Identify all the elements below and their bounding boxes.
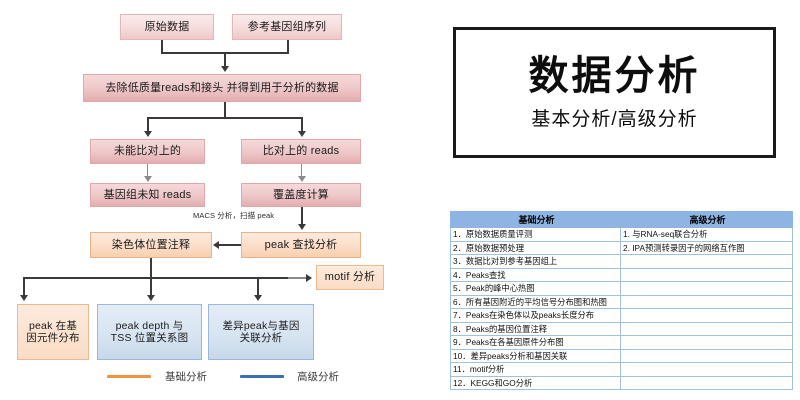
arrow-to-peak-calling xyxy=(298,224,306,230)
flow-node-unmapped[interactable]: 未能比对上的 xyxy=(90,139,205,164)
table-cell-advanced xyxy=(620,267,793,282)
table-header-advanced: 高级分析 xyxy=(620,211,793,228)
table-cell-advanced xyxy=(620,348,793,363)
table-cell-basic: 11．motif分析 xyxy=(450,362,621,377)
flow-node-raw-data[interactable]: 原始数据 xyxy=(120,14,214,40)
flow-node-unknown-reads[interactable]: 基因组未知 reads xyxy=(90,183,205,207)
arrow-to-peak-elements xyxy=(20,295,28,301)
arrow-to-motif xyxy=(306,274,312,282)
flow-node-mapped-reads[interactable]: 比对上的 reads xyxy=(241,139,361,164)
connector-merge-down xyxy=(224,52,226,67)
table-cell-advanced xyxy=(620,321,793,336)
table-cell-basic: 9．Peaks在各基因原件分布图 xyxy=(450,335,621,350)
table-header-row: 基础分析 高级分析 xyxy=(450,211,793,228)
connector-coverage-down xyxy=(301,207,303,225)
flow-node-coverage-calc[interactable]: 覆盖度计算 xyxy=(241,183,361,207)
table-cell-advanced xyxy=(620,281,793,296)
arrow-to-mapped xyxy=(298,131,306,137)
legend-swatch-basic xyxy=(107,375,151,378)
flow-node-motif-analysis[interactable]: motif 分析 xyxy=(316,265,384,290)
table-row: 10．差异peaks分析和基因关联 xyxy=(450,348,793,363)
page-subtitle: 基本分析/高级分析 xyxy=(531,108,698,130)
table-cell-advanced xyxy=(620,254,793,269)
connector-fanout-mid xyxy=(150,277,152,296)
connector-split-left xyxy=(147,117,149,132)
table-row: 8．Peaks的基因位置注释 xyxy=(450,321,793,336)
connector-split-right xyxy=(301,117,303,132)
legend-label-advanced: 高级分析 xyxy=(297,371,339,383)
table-cell-basic: 3．数据比对到参考基因组上 xyxy=(450,254,621,269)
table-cell-advanced xyxy=(620,308,793,323)
edge-label-macs: MACS 分析，扫描 peak xyxy=(193,211,275,220)
arrow-to-coverage xyxy=(298,176,306,182)
title-panel: 数据分析 基本分析/高级分析 xyxy=(453,27,776,158)
table-cell-basic: 6．所有基因附近的平均信号分布图和热图 xyxy=(450,294,621,309)
connector-mapped-down xyxy=(301,164,302,177)
table-cell-advanced xyxy=(620,362,793,377)
table-cell-basic: 8．Peaks的基因位置注释 xyxy=(450,321,621,336)
table-row: 9．Peaks在各基因原件分布图 xyxy=(450,335,793,350)
table-row: 6．所有基因附近的平均信号分布图和热图 xyxy=(450,294,793,309)
arrow-to-qc xyxy=(221,66,229,72)
connector-fanout-left xyxy=(23,277,25,296)
connector-unmapped-down xyxy=(147,164,148,177)
connector-annot-down xyxy=(150,258,152,278)
table-cell-advanced: 1. 与RNA-seq联合分析 xyxy=(620,227,793,242)
table-cell-basic: 1．原始数据质量评测 xyxy=(450,227,621,242)
table-row: 3．数据比对到参考基因组上 xyxy=(450,254,793,269)
table-cell-basic: 4．Peaks查找 xyxy=(450,267,621,282)
table-cell-basic: 2．原始数据预处理 xyxy=(450,240,621,255)
arrow-to-unknown-reads xyxy=(144,176,152,182)
arrow-to-diff-peak xyxy=(254,295,262,301)
table-row: 5．Peak的峰中心热图 xyxy=(450,281,793,296)
flow-node-peak-depth-tss[interactable]: peak depth 与 TSS 位置关系图 xyxy=(97,304,202,360)
table-cell-basic: 7．Peaks在染色体以及peaks长度分布 xyxy=(450,308,621,323)
flow-node-qc-filter[interactable]: 去除低质量reads和接头 并得到用于分析的数据 xyxy=(83,74,361,102)
connector-fanout-right xyxy=(257,277,259,296)
connector-raw-down xyxy=(161,40,163,53)
table-cell-advanced: 2. IPA预测转录因子的网络互作图 xyxy=(620,240,793,255)
table-row: 4．Peaks查找 xyxy=(450,267,793,282)
connector-fanout-bar xyxy=(23,277,288,279)
connector-ref-down xyxy=(287,40,289,53)
table-row: 12．KEGG和GO分析 xyxy=(450,375,793,390)
table-cell-basic: 10．差异peaks分析和基因关联 xyxy=(450,348,621,363)
connector-split-bar xyxy=(147,117,302,119)
table-cell-basic: 5．Peak的峰中心热图 xyxy=(450,281,621,296)
flow-node-peak-calling[interactable]: peak 查找分析 xyxy=(241,232,361,258)
table-cell-advanced xyxy=(620,335,793,350)
flow-node-chrom-annot[interactable]: 染色体位置注释 xyxy=(90,232,212,258)
page-title: 数据分析 xyxy=(528,53,701,98)
legend-label-basic: 基础分析 xyxy=(165,371,207,383)
table-cell-basic: 12．KEGG和GO分析 xyxy=(450,375,621,390)
connector-qc-down xyxy=(224,102,226,118)
connector-to-motif xyxy=(288,277,308,279)
flow-node-diff-peak-gene[interactable]: 差异peak与基因 关联分析 xyxy=(208,304,314,360)
flow-node-peak-elements[interactable]: peak 在基 因元件分布 xyxy=(17,304,89,360)
table-cell-advanced xyxy=(620,375,793,390)
arrow-to-chrom-annot xyxy=(213,241,219,249)
flow-node-ref-genome[interactable]: 参考基因组序列 xyxy=(232,14,342,40)
legend-swatch-advanced xyxy=(240,375,284,378)
arrow-to-peak-depth xyxy=(147,295,155,301)
table-header-basic: 基础分析 xyxy=(450,211,621,228)
table-cell-advanced xyxy=(620,294,793,309)
table-row: 7．Peaks在染色体以及peaks长度分布 xyxy=(450,308,793,323)
arrow-to-unmapped xyxy=(144,131,152,137)
table-row: 11．motif分析 xyxy=(450,362,793,377)
connector-peak-to-annot xyxy=(219,244,241,246)
